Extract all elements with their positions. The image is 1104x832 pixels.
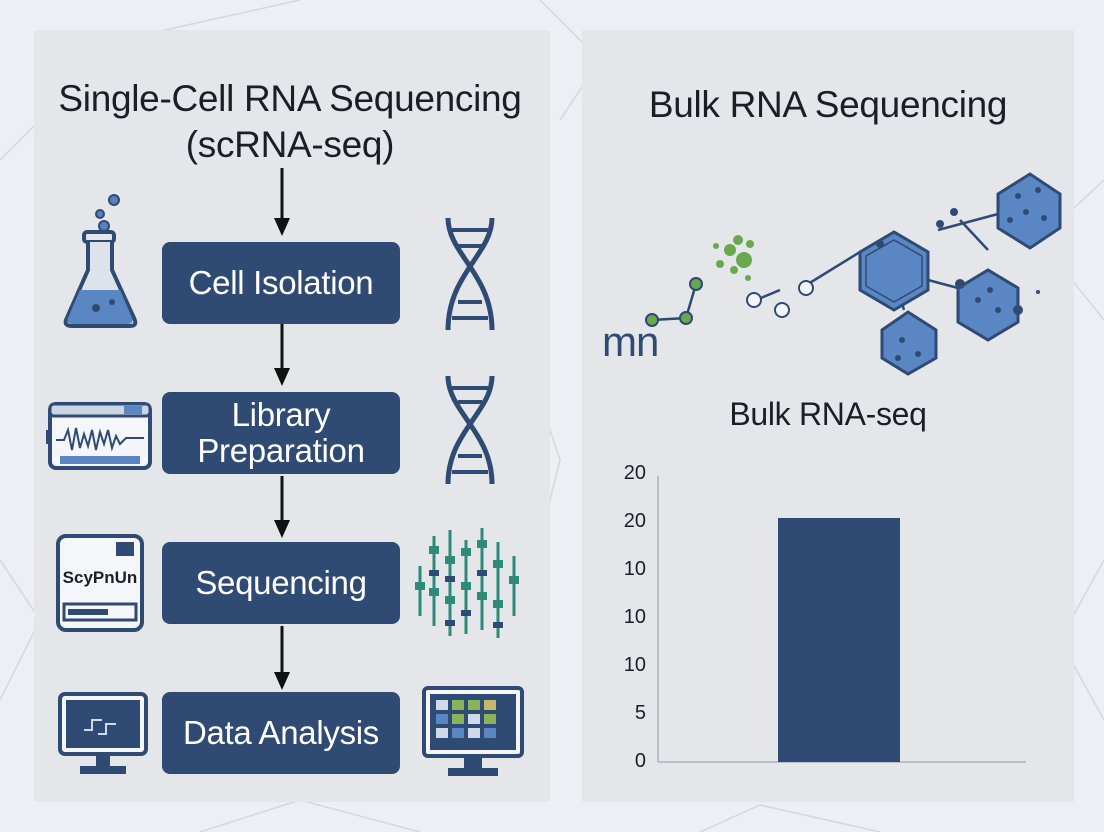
y-tick-label: 20 [623, 510, 646, 532]
computer-monitor-icon [58, 692, 148, 774]
chart-title: Bulk RNA-seq [729, 396, 927, 432]
sequencing-step: Sequencing [162, 542, 400, 624]
library-label: Library [231, 396, 331, 433]
sequencing-label: Sequencing [195, 564, 367, 601]
sequencer-machine-icon: ScyPnUn [54, 534, 146, 634]
arrow-down-icon [274, 324, 290, 386]
waveform-instrument-icon [46, 402, 152, 470]
y-tick-label: 20 [623, 462, 646, 484]
dna-helix-icon [445, 375, 495, 485]
arrow-down-icon [274, 476, 290, 538]
dna-helix-icon [445, 217, 495, 331]
cell-isolation-label: Cell Isolation [188, 264, 374, 301]
library-preparation-step: Library Preparation [162, 392, 400, 474]
y-tick-label: 10 [623, 558, 646, 580]
bar-chart [657, 476, 1026, 763]
scrna-seq-title: Single-Cell RNA Sequencing [58, 78, 522, 119]
y-tick-label: 0 [634, 750, 646, 772]
molecule-structure-icon [645, 172, 1062, 376]
flask-icon [63, 194, 138, 328]
bulk-rna-seq-title: Bulk RNA Sequencing [648, 84, 1008, 125]
y-tick-label: 10 [623, 606, 646, 628]
arrow-down-icon [274, 168, 290, 236]
cell-isolation-step: Cell Isolation [162, 242, 400, 324]
data-analysis-label: Data Analysis [182, 714, 380, 751]
sequencer-label: ScyPnUn [62, 568, 138, 587]
y-tick-label: 5 [634, 702, 646, 724]
data-analysis-step: Data Analysis [162, 692, 400, 774]
preparation-label: Preparation [197, 432, 365, 469]
scrna-seq-subtitle: (scRNA-seq) [185, 124, 395, 165]
bar-bulk-rna-seq [778, 518, 900, 762]
molecule-label: mn [602, 318, 659, 365]
data-dashboard-monitor-icon [422, 686, 524, 776]
y-tick-label: 10 [623, 654, 646, 676]
sequencing-reads-icon [415, 528, 519, 638]
arrow-down-icon [274, 626, 290, 690]
